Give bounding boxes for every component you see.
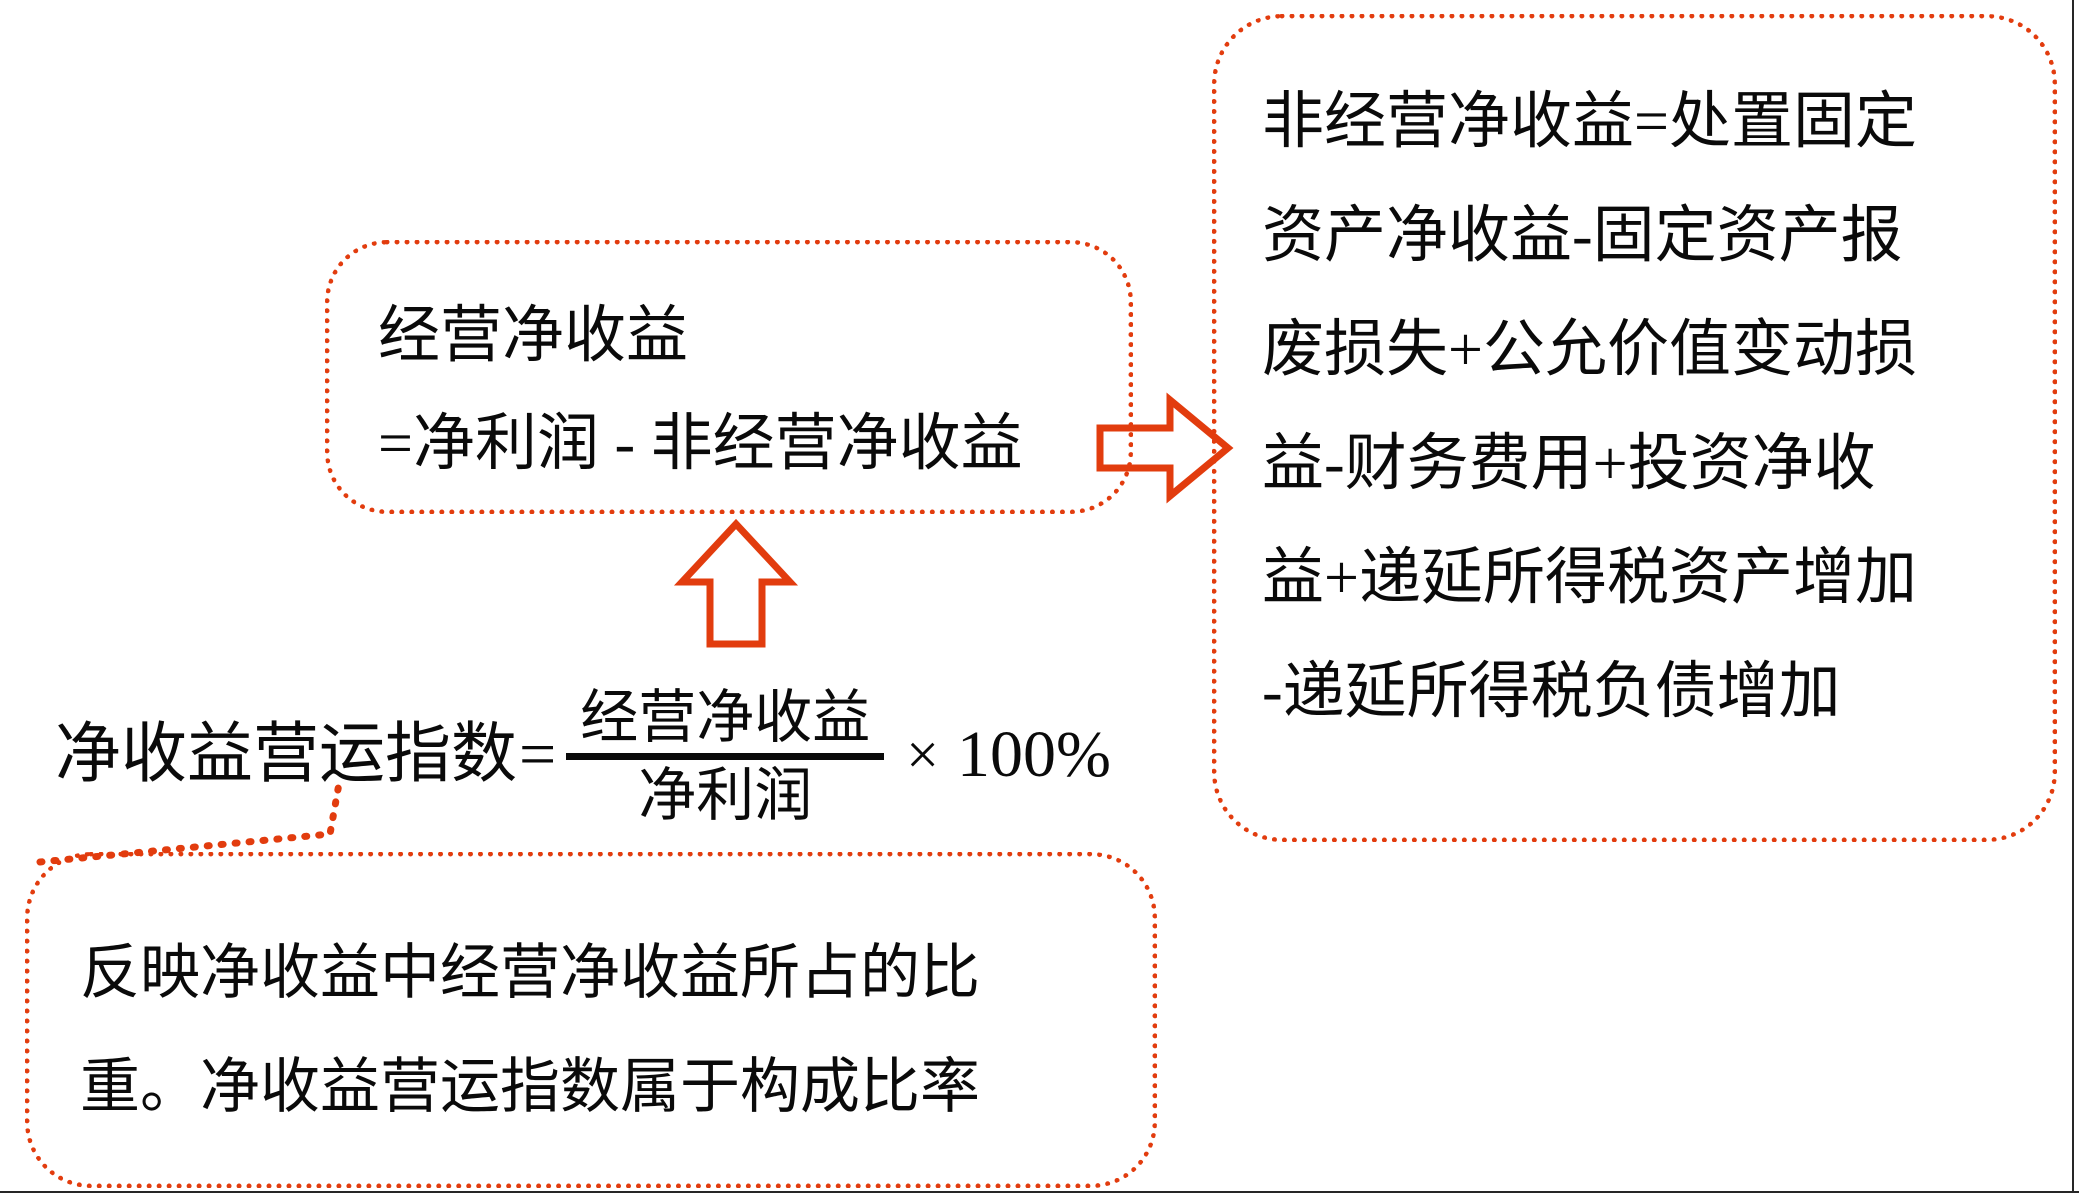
operating-income-callout: 经营净收益 =净利润 - 非经营净收益 [325, 240, 1133, 514]
non-operating-line-1: 非经营净收益=处置固定 [1262, 88, 1917, 156]
index-formula-fraction: 经营净收益 净利润 [566, 684, 885, 828]
operating-income-line-2: =净利润 - 非经营净收益 [378, 410, 1023, 478]
index-formula-equals: = [519, 718, 557, 791]
index-formula: 净收益营运指数 = 经营净收益 净利润 × 100% [55, 680, 1111, 830]
note-callout: 反映净收益中经营净收益所占的比 重。净收益营运指数属于构成比率 [25, 852, 1157, 1188]
dotted-leader-line [36, 774, 344, 866]
non-operating-line-3: 废损失+公允价值变动损 [1262, 316, 1917, 384]
fraction-bar [566, 752, 885, 760]
page-border-bottom [0, 1191, 2079, 1193]
non-operating-line-6: -递延所得税负债增加 [1262, 658, 1841, 726]
non-operating-line-5: 益+递延所得税资产增加 [1262, 544, 1917, 612]
right-arrow-icon [1096, 392, 1234, 504]
note-line-2: 重。净收益营运指数属于构成比率 [80, 1054, 980, 1120]
non-operating-income-callout: 非经营净收益=处置固定 资产净收益-固定资产报 废损失+公允价值变动损 益-财务… [1212, 14, 2057, 842]
fraction-denominator: 净利润 [638, 762, 813, 828]
operating-income-line-1: 经营净收益 [378, 302, 689, 370]
percent-value: 100% [956, 718, 1111, 791]
multiplication-sign: × [906, 722, 939, 787]
index-formula-lhs: 净收益营运指数 [55, 718, 517, 791]
page-border-right [2072, 0, 2074, 1192]
fraction-numerator: 经营净收益 [580, 684, 871, 750]
non-operating-line-4: 益-财务费用+投资净收 [1262, 430, 1876, 498]
non-operating-line-2: 资产净收益-固定资产报 [1262, 202, 1903, 270]
note-line-1: 反映净收益中经营净收益所占的比 [80, 940, 980, 1006]
up-arrow-icon [673, 518, 799, 648]
